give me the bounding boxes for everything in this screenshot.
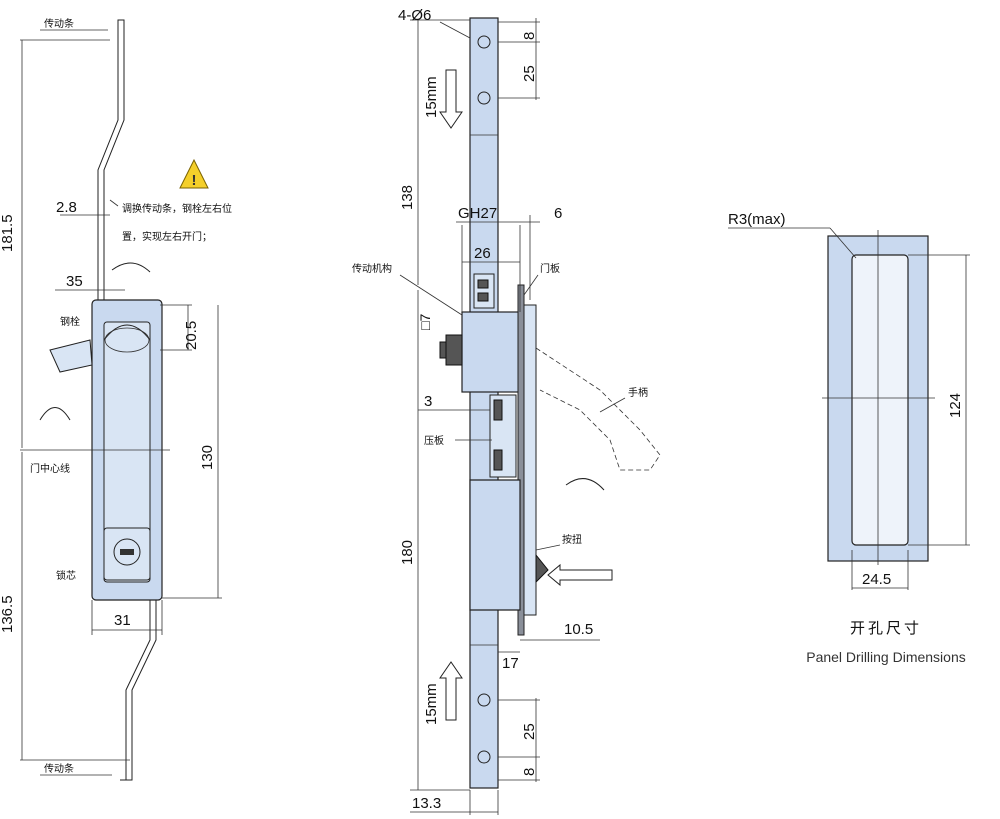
dim-25-top: 25 <box>521 65 538 82</box>
dim-35: 35 <box>66 273 83 290</box>
label-radius: R3(max) <box>728 211 786 228</box>
rotate-arrow-icon-2 <box>565 478 605 491</box>
label-lock-core: 锁芯 <box>56 569 76 582</box>
transmission-mechanism <box>461 311 521 393</box>
dim-6: 6 <box>554 205 562 222</box>
rotate-arrow-icon <box>39 407 71 421</box>
right-view: R3(max) 124 24.5 开孔尺寸 Panel Drilling Dim… <box>728 211 970 665</box>
dim-2-8: 2.8 <box>56 199 77 216</box>
caption-en: Panel Drilling Dimensions <box>806 649 966 665</box>
panel-cutout-inner <box>851 254 909 546</box>
dim-17: 17 <box>502 655 519 672</box>
dim-15mm-bottom: 15mm <box>423 683 440 725</box>
warning-icon <box>179 158 209 189</box>
dim-136-5: 136.5 <box>0 595 16 633</box>
note-line1: 调换传动条，钢栓左右位 <box>122 202 232 215</box>
dim-15mm-top: 15mm <box>423 76 440 118</box>
dim-124: 124 <box>947 393 964 418</box>
button-arrow-icon <box>547 563 613 587</box>
dim-3: 3 <box>424 393 432 410</box>
dim-10-5: 10.5 <box>564 621 593 638</box>
handle-dashed <box>535 347 661 471</box>
label-press-plate: 压板 <box>424 434 444 447</box>
dim-31: 31 <box>114 612 131 629</box>
dim-20-5: 20.5 <box>183 321 200 350</box>
label-holes: 4-Ø6 <box>398 7 431 24</box>
dim-8-bottom: 8 <box>521 768 538 776</box>
note-line2: 置，实现左右开门； <box>122 230 212 243</box>
dim-138: 138 <box>399 185 416 210</box>
dim-7: □7 <box>417 314 433 330</box>
dim-24-5: 24.5 <box>862 571 891 588</box>
label-bolt: 钢栓 <box>60 315 80 328</box>
down-arrow-icon <box>439 69 463 129</box>
dim-26: 26 <box>474 245 491 262</box>
left-view: ! 传动条 传动条 181.5 136.5 2.8 调换传动条，钢栓左右位 置，… <box>0 17 232 781</box>
label-button: 按扭 <box>562 533 582 546</box>
label-handle: 手柄 <box>628 386 648 399</box>
label-mechanism: 传动机构 <box>352 262 392 275</box>
steel-bolt <box>49 339 93 373</box>
dim-8-top: 8 <box>521 32 538 40</box>
middle-view: 4-Ø6 8 25 15mm 138 GH27 6 26 传动机构 门板 □7 … <box>352 7 661 815</box>
label-door-center: 门中心线 <box>30 462 70 475</box>
caption-cn: 开孔尺寸 <box>850 619 922 637</box>
dim-130: 130 <box>199 445 216 470</box>
label-top-rod: 传动条 <box>44 17 74 30</box>
up-arrow-icon <box>439 661 463 721</box>
label-gh27: GH27 <box>458 205 497 222</box>
label-door-panel: 门板 <box>540 262 560 275</box>
dim-180: 180 <box>399 540 416 565</box>
svg-text:!: ! <box>192 172 197 189</box>
label-bottom-rod: 传动条 <box>44 762 74 775</box>
dim-181-5: 181.5 <box>0 214 16 252</box>
dim-13-3: 13.3 <box>412 795 441 812</box>
dim-25-bottom: 25 <box>521 723 538 740</box>
